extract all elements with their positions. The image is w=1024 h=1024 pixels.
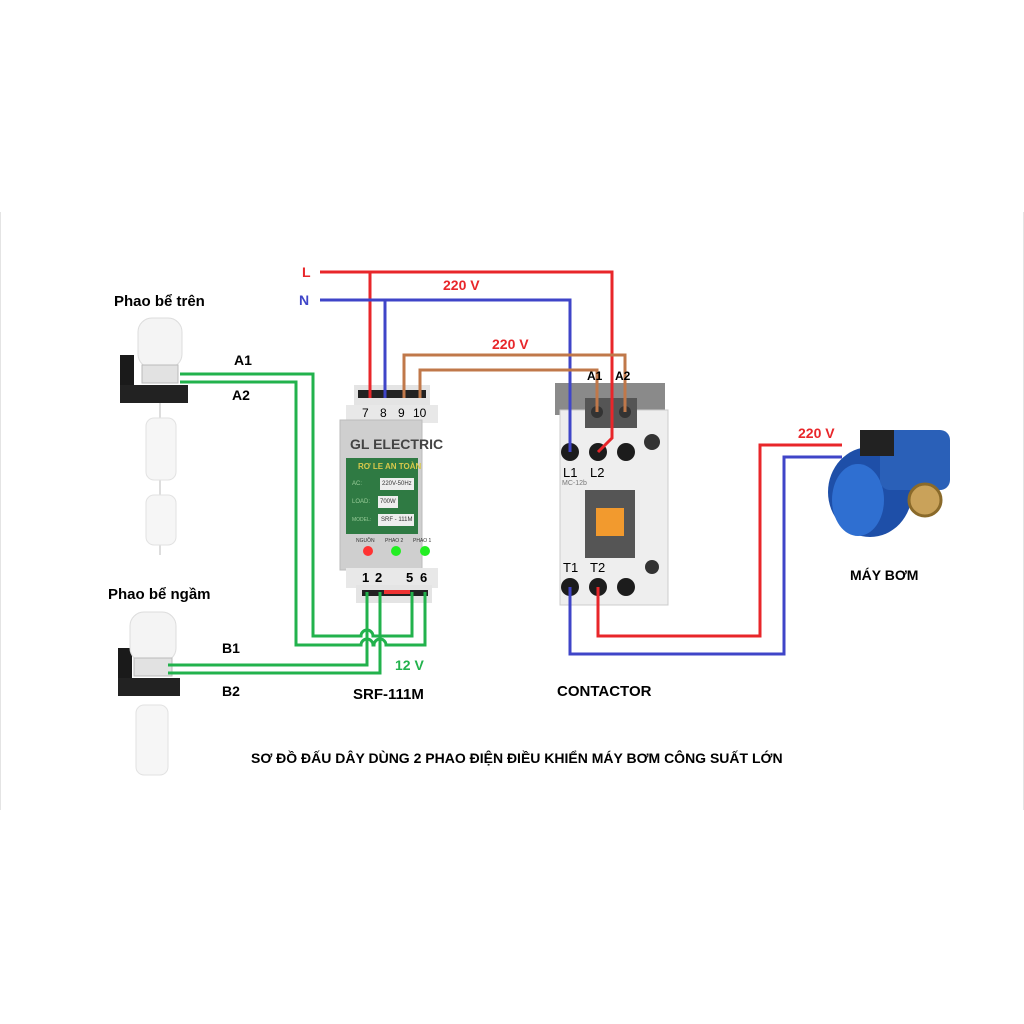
relay-load-label: LOAD: [352,499,371,505]
safety-relay [339,385,438,603]
terminal-l1: L1 [563,465,578,480]
label-a1: A1 [234,352,252,368]
neutral-wire [320,298,572,452]
pump-wire-t1 [568,455,842,656]
label-12v: 12 V [395,657,424,673]
label-b2: B2 [222,683,240,699]
label-b1: B1 [222,640,240,656]
terminal-8: 8 [380,406,387,420]
diagram-title: SƠ ĐỒ ĐẤU DÂY DÙNG 2 PHAO ĐIỆN ĐIỀU KHIỂ… [251,750,783,766]
label-n: N [299,292,310,308]
label-l: L [302,264,311,280]
contactor-model: MC-12b [562,480,587,487]
contactor-label: CONTACTOR [557,683,652,700]
led-label-float1: PHAO 1 [413,538,432,544]
relay-ac-value: 220V-50Hz [382,481,412,487]
coil-terminal-a2: A2 [615,369,631,383]
label-220v-coil: 220 V [492,336,529,352]
terminal-9: 9 [398,406,405,420]
pump-label: MÁY BƠM [850,567,919,583]
relay-brand: GL ELECTRIC [350,436,444,452]
water-pump [828,430,950,537]
float-bottom-label: Phao bể ngầm [108,586,211,603]
relay-subtitle: RƠ LE AN TOÀN [358,462,422,471]
terminal-t1: T1 [563,560,579,575]
led-label-float2: PHAO 2 [385,538,404,544]
label-a2: A2 [232,387,250,403]
relay-model-value: SRF - 111M [381,517,413,523]
led-label-power: NGUỒN [356,538,375,544]
terminal-6: 6 [420,570,428,585]
float-wire-b1 [168,592,369,667]
coil-wire-a2 [402,353,627,412]
label-220v-pump: 220 V [798,425,835,441]
terminal-1: 1 [362,570,370,585]
float-switch-top [120,317,188,555]
float-switch-bottom [118,611,180,776]
coil-terminal-a1: A1 [587,369,603,383]
relay-model-field-label: MODEL: [352,517,372,523]
relay-model-label: SRF-111M [353,686,424,703]
relay-ac-label: AC: [352,481,363,487]
terminal-2: 2 [375,570,383,585]
pump-wire-t2 [596,443,842,638]
label-220v-main: 220 V [443,277,480,293]
float-wire-a2 [180,380,427,647]
float-top-label: Phao bể trên [114,293,205,310]
contactor-device [555,383,669,606]
coil-wire-a1 [418,368,599,412]
relay-load-value: 700W [380,499,396,505]
terminal-5: 5 [406,570,414,585]
terminal-t2: T2 [590,560,606,575]
terminal-10: 10 [413,406,427,420]
terminal-l2: L2 [590,465,605,480]
float-wire-b2 [168,592,382,675]
terminal-7: 7 [362,406,369,420]
